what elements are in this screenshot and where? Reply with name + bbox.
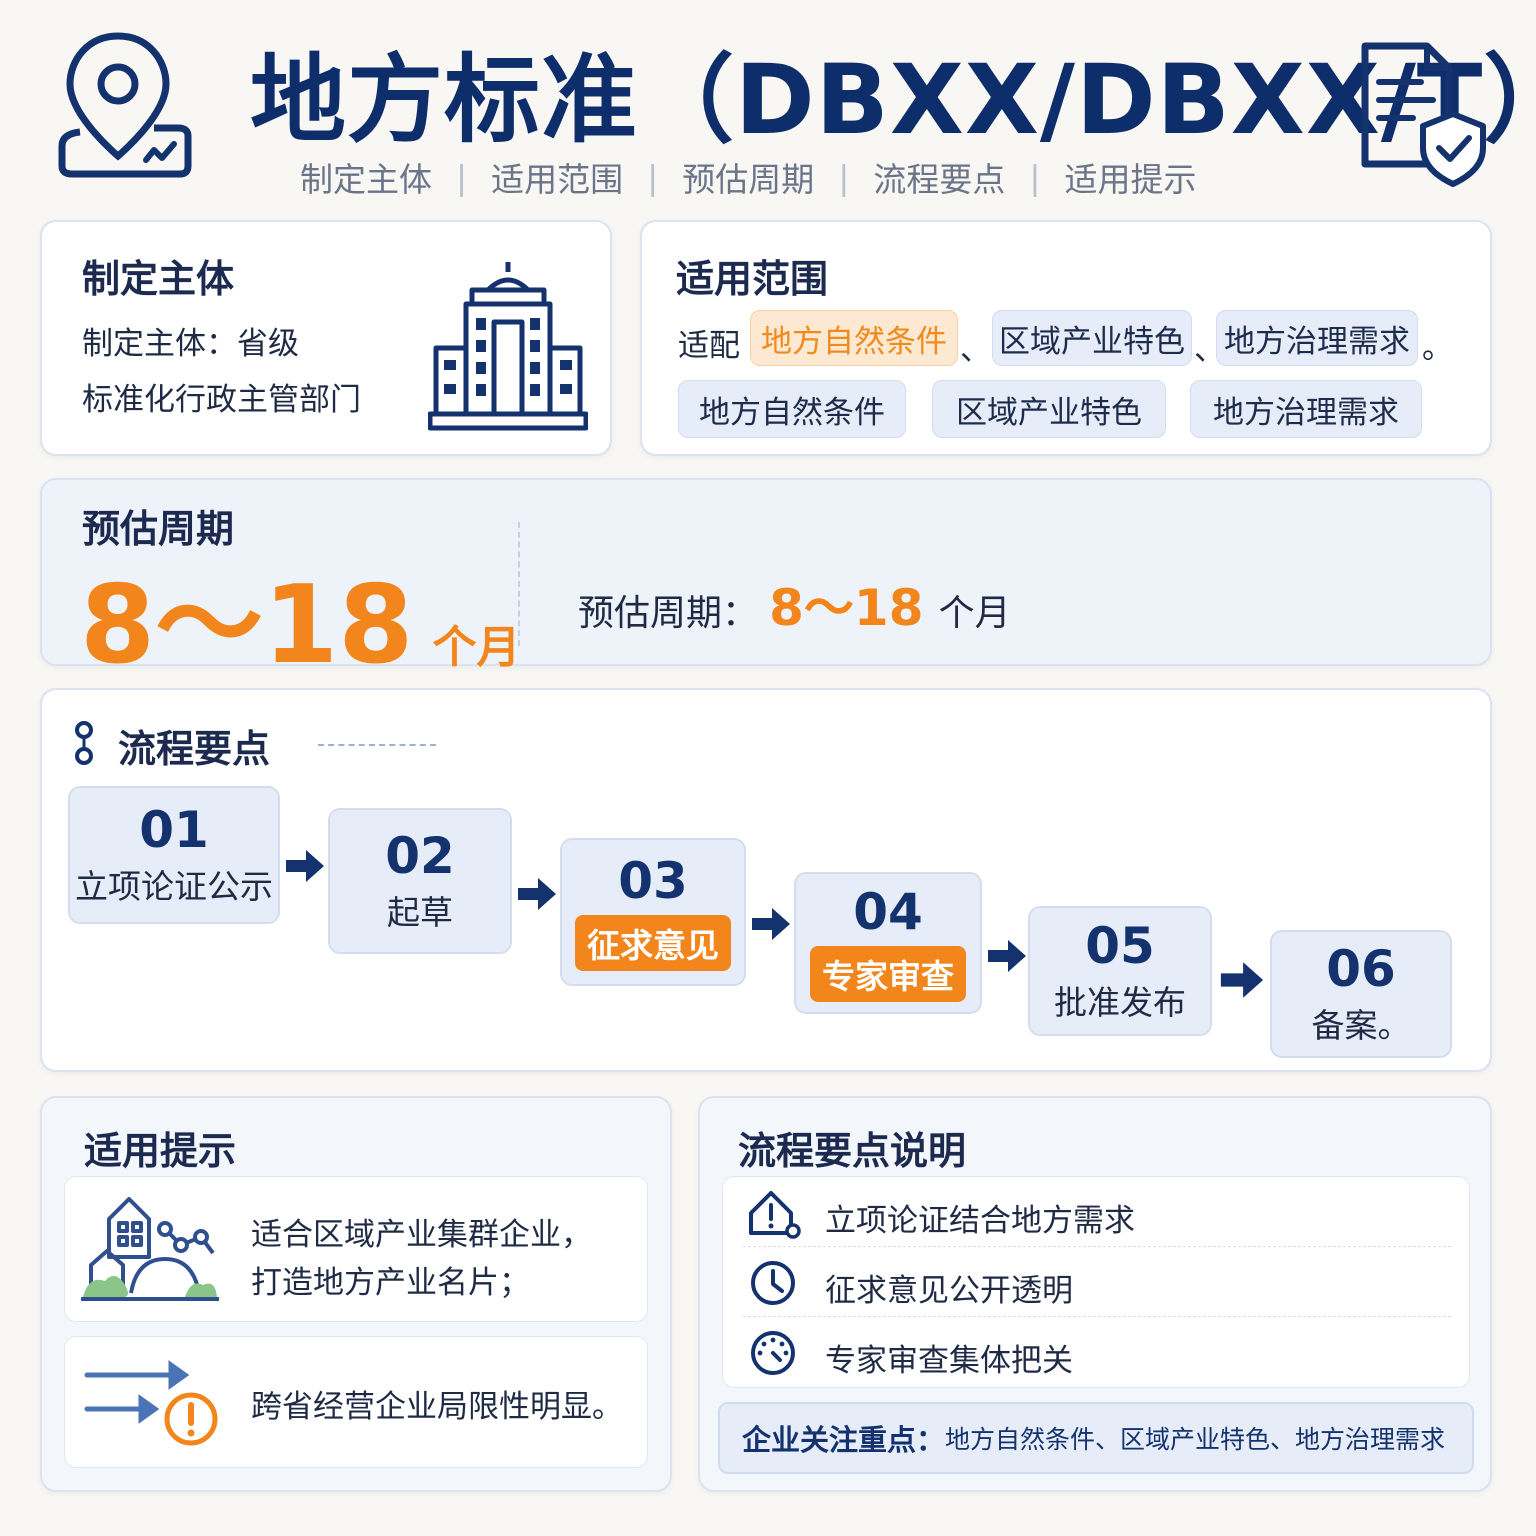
step-number: 04 (853, 882, 923, 941)
note-item-3: 专家审查集体把关 (723, 1317, 1471, 1387)
focus-bar: 企业关注重点： 地方自然条件、区域产业特色、地方治理需求 (718, 1402, 1474, 1474)
arrow-right-icon (988, 940, 1026, 972)
nav-item-issuer[interactable]: 制定主体 (300, 160, 432, 199)
step-number: 03 (618, 851, 688, 910)
arrow-right-icon (1220, 962, 1264, 998)
process-step-04: 04 专家审查 (794, 872, 982, 1014)
process-step-06: 06 备案。 (1270, 930, 1452, 1058)
scope-tag-natural: 地方自然条件 (678, 380, 906, 438)
issuer-card: 制定主体 制定主体：省级 标准化行政主管部门 (40, 220, 612, 456)
cycle-card: 预估周期 8～18 个月 预估周期： 8～18 个月 (40, 478, 1492, 688)
scope-prefix: 适配 (678, 328, 740, 364)
cycle-title: 预估周期 (82, 507, 235, 551)
cycle-range-large: 8～18 个月 (80, 538, 521, 694)
step-label: 征求意见 (575, 914, 731, 971)
tips-card: 适用提示 适合区域产业集群企业， 打造地方产业名片； (40, 1096, 672, 1492)
cycle-summary: 预估周期： 8～18 个月 (578, 568, 1011, 640)
process-title: 流程要点 (118, 727, 271, 771)
focus-text: 地方自然条件、区域产业特色、地方治理需求 (945, 1425, 1446, 1454)
step-number: 02 (385, 826, 455, 885)
step-label: 起草 (387, 892, 453, 932)
issuer-title: 制定主体 (82, 257, 235, 301)
step-label: 批准发布 (1054, 982, 1186, 1022)
nav-item-cycle[interactable]: 预估周期 (682, 160, 815, 199)
note-3-text: 专家审查集体把关 (825, 1343, 1073, 1379)
process-card: 流程要点 (40, 688, 1492, 1072)
tip-2-line-1: 跨省经营企业局限性明显。 (251, 1389, 623, 1425)
issuer-line-2: 标准化行政主管部门 (82, 382, 361, 418)
step-label: 立项论证公示 (75, 866, 273, 906)
tip-item-2: 跨省经营企业局限性明显。 (64, 1336, 648, 1468)
focus-label: 企业关注重点： (742, 1423, 946, 1457)
tip-1-line-2: 打造地方产业名片； (251, 1265, 530, 1301)
notes-card: 流程要点说明 立项论证结合地方需求 征求意见公开透明 (698, 1096, 1492, 1492)
note-1-text: 立项论证结合地方需求 (825, 1203, 1135, 1239)
notes-title: 流程要点说明 (738, 1129, 967, 1173)
step-number: 01 (139, 800, 209, 859)
page-title: 地方标准（DBXX/DBXX/T） (250, 44, 1536, 156)
cycle-summary-range: 8～18 (769, 579, 924, 637)
tip-1-line-1: 适合区域产业集群企业， (251, 1217, 592, 1253)
dial-icon (751, 1331, 795, 1375)
industry-cluster-icon (81, 1197, 219, 1301)
tip-item-1: 适合区域产业集群企业， 打造地方产业名片； (64, 1176, 648, 1322)
nav-item-process[interactable]: 流程要点 (873, 160, 1006, 199)
cross-region-warning-icon (84, 1360, 218, 1446)
notes-list: 立项论证结合地方需求 征求意见公开透明 专家审查集体把关 (722, 1176, 1470, 1388)
scope-inline-tag-2: 区域产业特色 (992, 310, 1192, 366)
step-number: 06 (1326, 939, 1396, 998)
cycle-range-unit: 个月 (432, 622, 521, 673)
cycle-range-value: 8～18 (80, 563, 414, 688)
process-nodes-icon (75, 721, 93, 765)
note-item-1: 立项论证结合地方需求 (723, 1177, 1471, 1247)
scope-sep-1: 、 (960, 332, 991, 368)
cycle-summary-unit: 个月 (938, 593, 1011, 634)
step-label: 备案。 (1311, 1005, 1411, 1045)
arrow-right-icon (286, 850, 324, 882)
process-step-05: 05 批准发布 (1028, 906, 1212, 1036)
process-title-underline (318, 744, 436, 746)
nav-item-tips[interactable]: 适用提示 (1064, 160, 1197, 199)
house-alert-icon (749, 1191, 801, 1239)
scope-title: 适用范围 (676, 257, 829, 301)
step-number: 05 (1085, 916, 1155, 975)
clock-icon (751, 1261, 795, 1305)
process-step-01: 01 立项论证公示 (68, 786, 280, 924)
process-step-02: 02 起草 (328, 808, 512, 954)
scope-end: 。 (1422, 330, 1453, 366)
process-step-03: 03 征求意见 (560, 838, 746, 986)
cycle-summary-label: 预估周期： (578, 593, 759, 634)
cycle-divider (518, 522, 520, 646)
scope-inline-tag-1: 地方自然条件 (750, 310, 958, 366)
scope-card: 适用范围 适配 地方自然条件 、 区域产业特色 、 地方治理需求 。 地方自然条… (640, 220, 1492, 456)
scope-tag-industry: 区域产业特色 (932, 380, 1166, 438)
arrow-right-icon (518, 878, 556, 910)
government-building-icon (428, 262, 588, 431)
document-shield-icon (1361, 42, 1486, 187)
location-pin-icon (58, 32, 192, 178)
note-item-2: 征求意见公开透明 (723, 1247, 1471, 1317)
tips-title: 适用提示 (84, 1129, 237, 1173)
scope-inline-tag-3: 地方治理需求 (1216, 310, 1418, 366)
step-label: 专家审查 (810, 945, 966, 1002)
nav-item-scope[interactable]: 适用范围 (491, 160, 624, 199)
scope-tag-governance: 地方治理需求 (1190, 380, 1422, 438)
arrow-right-icon (752, 908, 790, 940)
section-nav: 制定主体| 适用范围| 预估周期| 流程要点| 适用提示 (300, 150, 1197, 204)
issuer-line-1: 制定主体：省级 (82, 326, 299, 362)
note-2-text: 征求意见公开透明 (825, 1273, 1073, 1309)
